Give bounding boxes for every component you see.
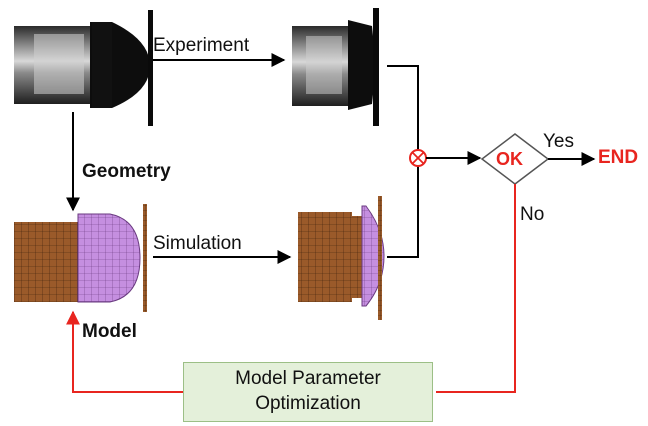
optimization-text: Model Parameter Optimization xyxy=(235,367,381,416)
decision-label: OK xyxy=(496,149,523,169)
end-label: END xyxy=(598,147,639,168)
experiment-specimen-before xyxy=(14,10,153,126)
geometry-label: Geometry xyxy=(82,161,171,182)
yes-label: Yes xyxy=(543,131,574,152)
simulation-model-before xyxy=(14,204,147,312)
experiment-to-compare-line xyxy=(387,65,419,150)
no-feedback-line xyxy=(436,184,516,393)
no-label: No xyxy=(520,204,545,225)
model-label: Model xyxy=(82,321,137,342)
optimization-box: Model Parameter Optimization xyxy=(183,362,433,422)
simulation-label: Simulation xyxy=(153,233,242,254)
experiment-label: Experiment xyxy=(153,35,250,56)
feedback-to-model-arrow xyxy=(66,310,183,393)
circle-x-icon xyxy=(409,149,427,167)
optimization-line-1: Model Parameter xyxy=(235,368,381,390)
optimization-line-2: Optimization xyxy=(255,393,361,414)
simulation-to-compare-line xyxy=(387,166,419,258)
experiment-specimen-after xyxy=(292,8,379,126)
simulation-model-after xyxy=(298,196,385,320)
